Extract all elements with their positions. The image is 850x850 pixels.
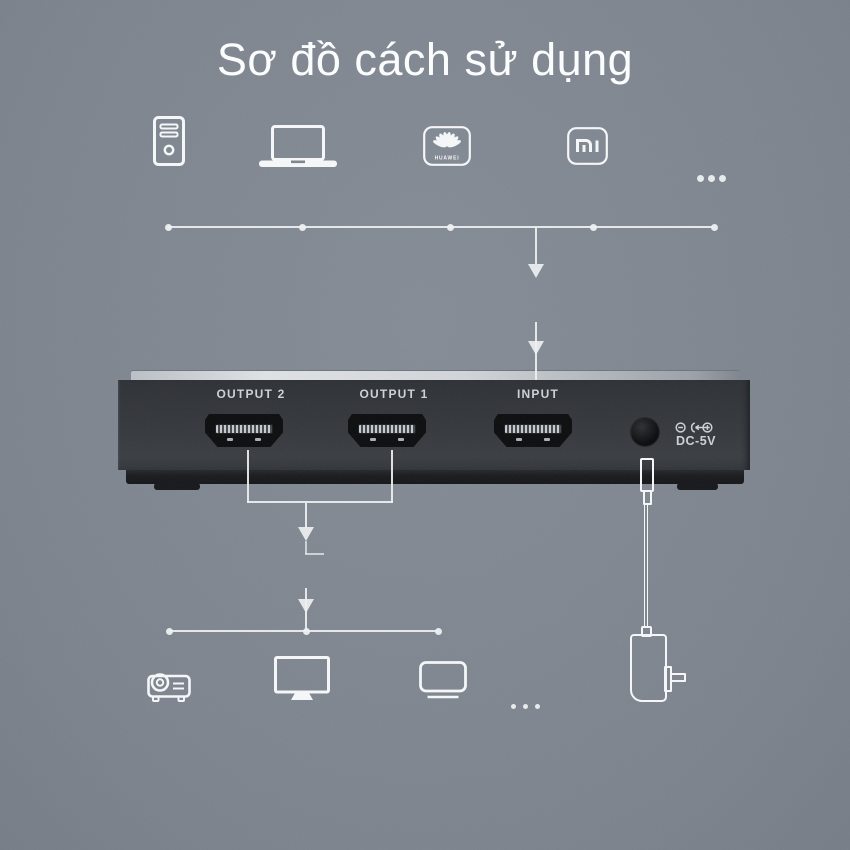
page-title: Sơ đồ cách sử dụng bbox=[216, 34, 634, 85]
hdmi-port-output1 bbox=[348, 414, 426, 447]
polarity-symbol-icon bbox=[675, 422, 713, 433]
device-foot bbox=[677, 483, 718, 490]
dc-power-jack bbox=[631, 418, 659, 446]
plug-prong bbox=[670, 673, 686, 682]
dc-plug-barrel bbox=[640, 458, 654, 492]
arrow-down-icon bbox=[298, 527, 314, 541]
huawei-logo-icon: HUAWEI bbox=[423, 126, 471, 166]
tv-icon bbox=[419, 661, 467, 699]
arrow-down-icon bbox=[528, 341, 544, 355]
arrow-down-icon bbox=[298, 599, 314, 613]
desktop-tower-icon bbox=[153, 116, 185, 166]
hdmi-port-input bbox=[494, 414, 572, 447]
power-cable bbox=[644, 503, 648, 627]
monitor-icon bbox=[274, 656, 330, 700]
adapter-body bbox=[630, 634, 667, 702]
huawei-wordmark: HUAWEI bbox=[435, 156, 460, 162]
laptop-icon bbox=[259, 125, 337, 167]
arrow-down-icon bbox=[528, 264, 544, 278]
device-foot bbox=[154, 483, 200, 490]
port-label-input: INPUT bbox=[517, 387, 559, 401]
device-top-edge bbox=[131, 371, 740, 380]
xiaomi-logo-icon bbox=[567, 127, 608, 165]
hdmi-port-output2 bbox=[205, 414, 283, 447]
port-label-output1: OUTPUT 1 bbox=[359, 387, 429, 401]
hdmi-switcher-device: OUTPUT 2 OUTPUT 1 INPUT DC-5V bbox=[118, 370, 750, 492]
port-label-output2: OUTPUT 2 bbox=[216, 387, 286, 401]
projector-icon bbox=[147, 673, 191, 702]
dc-power-label: DC-5V bbox=[675, 434, 716, 448]
